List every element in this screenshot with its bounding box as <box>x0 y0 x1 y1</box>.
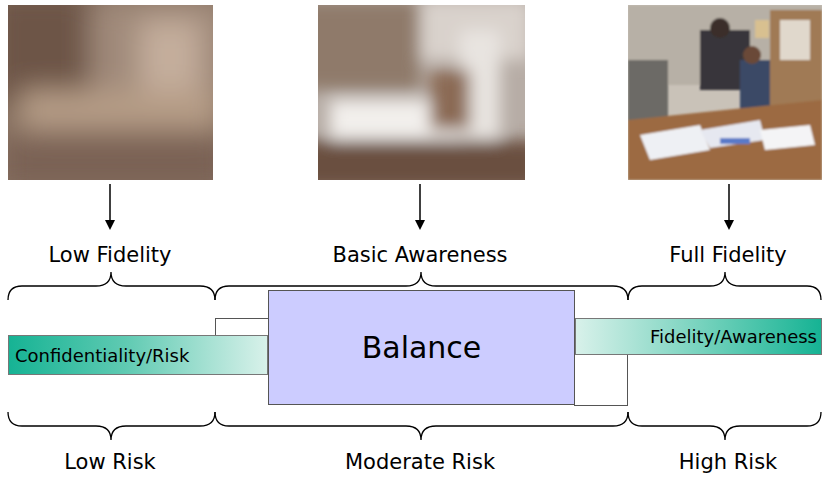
balance-box: Balance <box>268 290 575 405</box>
step-box <box>216 319 269 336</box>
risk-band: Confidentiality/Risk <box>8 335 268 375</box>
blurred-photo <box>318 5 525 180</box>
fidelity-label: Full Fidelity <box>669 243 787 267</box>
risk-label: Moderate Risk <box>345 450 495 474</box>
risk-label: High Risk <box>679 450 777 474</box>
fidelity-label: Basic Awareness <box>332 243 507 267</box>
node-text: Balance <box>362 330 482 365</box>
risk-label: Low Risk <box>64 450 156 474</box>
fidelity-band: Fidelity/Awareness <box>575 318 822 355</box>
step-box <box>575 355 628 406</box>
fidelity-label: Low Fidelity <box>49 243 172 267</box>
brace <box>8 412 821 440</box>
office-photo <box>628 5 822 180</box>
node-text: Confidentiality/Risk <box>15 345 189 366</box>
node-text: Fidelity/Awareness <box>650 326 817 347</box>
pointer-arrow <box>110 184 729 228</box>
blurred-photo <box>8 5 213 180</box>
